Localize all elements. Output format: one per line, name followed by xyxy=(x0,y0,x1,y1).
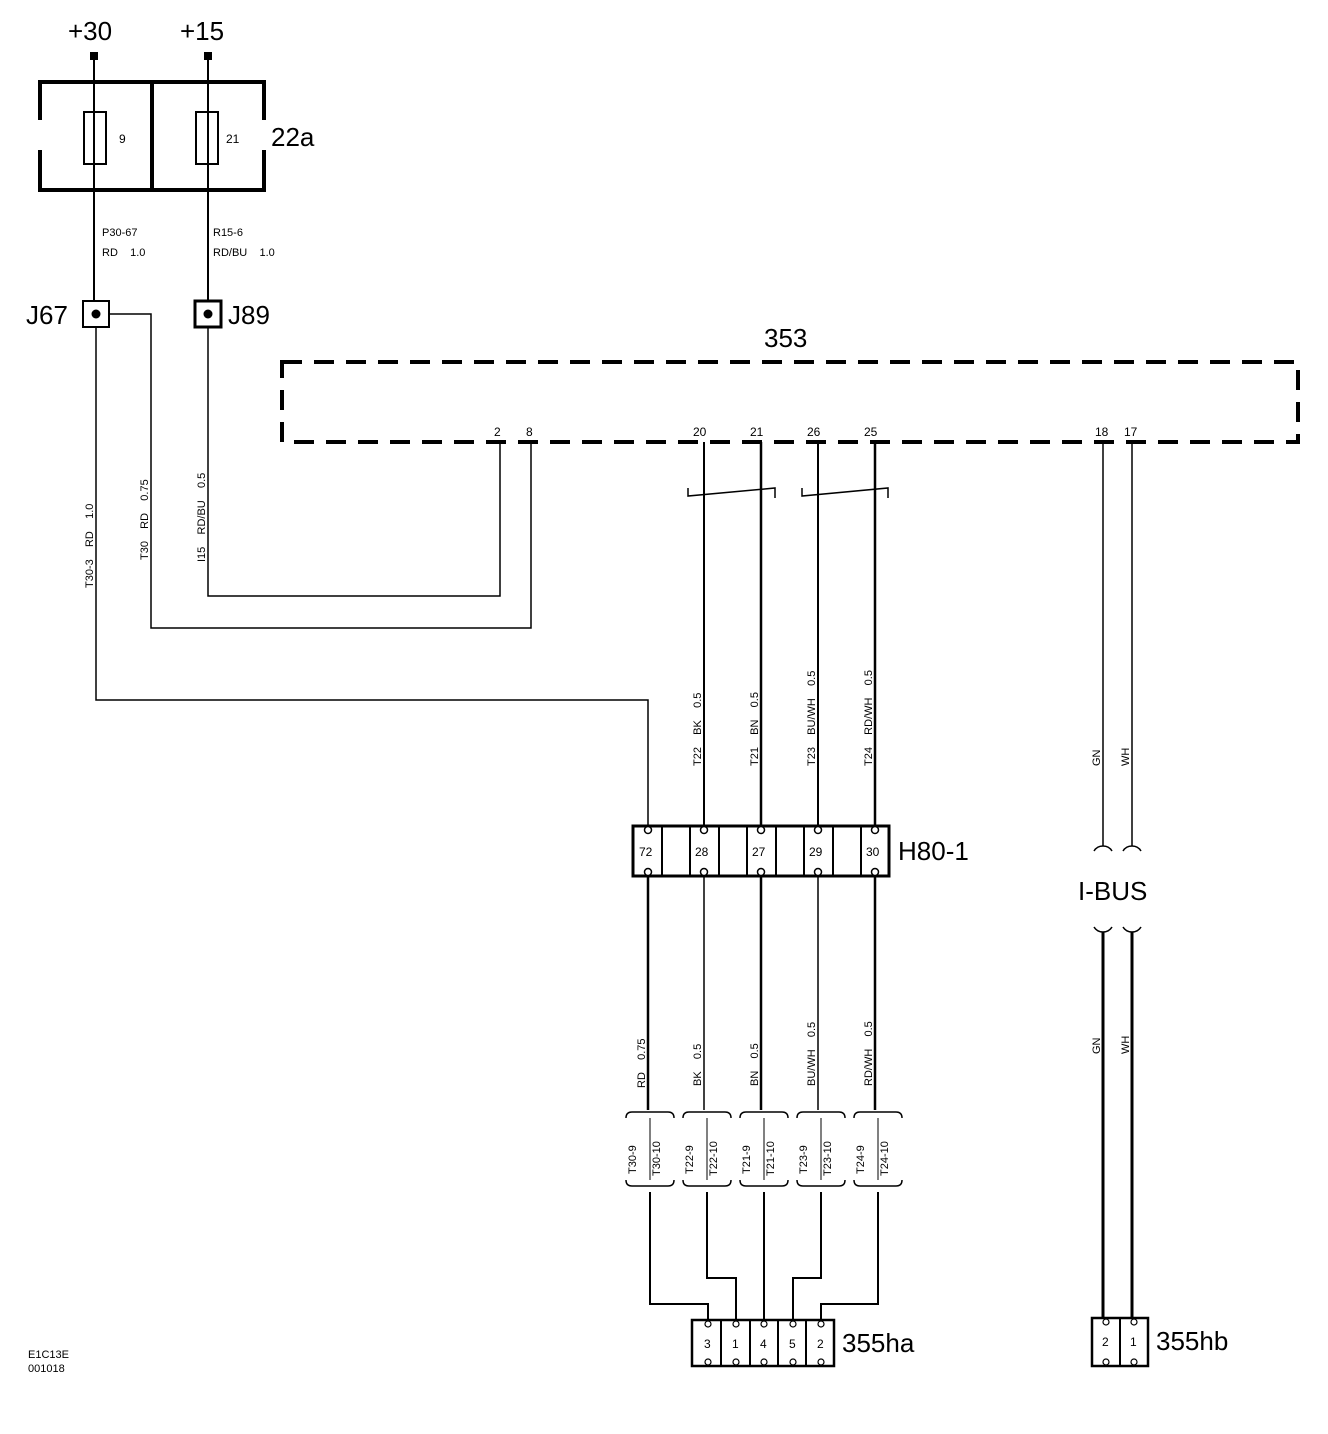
h80-pin-29: 29 xyxy=(809,845,823,859)
splice-t23-9: T23-9 xyxy=(798,1145,810,1174)
wire-rd-lower-label: RD 0.75 xyxy=(636,1038,648,1088)
splice-t21-10: T21-10 xyxy=(765,1141,777,1176)
module-pin-26: 26 xyxy=(807,425,821,439)
wire-i15-label: I15 RD/BU 0.5 xyxy=(196,473,208,562)
module-353-label: 353 xyxy=(764,323,807,353)
h80-label: H80-1 xyxy=(898,836,969,866)
355ha-pin-3: 3 xyxy=(704,1337,711,1351)
wire-gn-top-label: GN xyxy=(1091,749,1103,766)
wire-bk-lower-label: BK 0.5 xyxy=(692,1044,704,1086)
splice-t24-9: T24-9 xyxy=(855,1145,867,1174)
splice-t22-9: T22-9 xyxy=(684,1145,696,1174)
splice-t30-9: T30-9 xyxy=(627,1145,639,1174)
splice-group-t21 xyxy=(739,1111,789,1187)
wire-t30-3-label: T30-3 RD 1.0 xyxy=(84,504,96,588)
splice-t21-9: T21-9 xyxy=(741,1145,753,1174)
splice-group-t23 xyxy=(796,1111,846,1187)
h80-pin-28: 28 xyxy=(695,845,709,859)
diagram-code: E1C13E xyxy=(28,1349,69,1361)
module-353 xyxy=(280,360,1300,444)
module-pin-21: 21 xyxy=(750,425,764,439)
wire-t30-label: T30 RD 0.75 xyxy=(139,479,151,560)
splice-group-t22 xyxy=(682,1111,732,1187)
355hb-pin-1: 1 xyxy=(1130,1335,1137,1349)
splice-t23-10: T23-10 xyxy=(822,1141,834,1176)
junction-j67-label: J67 xyxy=(26,300,68,330)
connector-355ha xyxy=(690,1318,836,1368)
ibus-break-top xyxy=(1093,845,1142,852)
splice-group-t30 xyxy=(625,1111,675,1187)
wire-wh-bottom-label: WH xyxy=(1120,1036,1132,1054)
ibus-label: I-BUS xyxy=(1078,876,1147,906)
junction-j89-label: J89 xyxy=(228,300,270,330)
twist-marker-1 xyxy=(687,487,776,498)
ibus-break-bottom xyxy=(1093,926,1142,933)
wire-p30-67-id: P30-67 xyxy=(102,227,137,239)
terminal-15-label: +15 xyxy=(180,16,224,46)
module-pin-20: 20 xyxy=(693,425,707,439)
connector-355hb xyxy=(1090,1316,1150,1368)
h80-pin-27: 27 xyxy=(752,845,766,859)
wire-gn-bottom-label: GN xyxy=(1091,1037,1103,1054)
module-pin-17: 17 xyxy=(1124,425,1138,439)
fuse-21-label: 21 xyxy=(226,132,240,146)
terminal-30-label: +30 xyxy=(68,16,112,46)
fuse-box-22a xyxy=(38,80,266,192)
wire-t21-label: T21 BN 0.5 xyxy=(749,692,761,766)
355hb-pin-2: 2 xyxy=(1102,1335,1109,1349)
wire-t23-label: T23 BU/WH 0.5 xyxy=(806,671,818,766)
diagram-date: 001018 xyxy=(28,1363,65,1375)
355ha-pin-5: 5 xyxy=(789,1337,796,1351)
355ha-label: 355ha xyxy=(842,1328,915,1358)
terminal-15 xyxy=(204,52,212,60)
splice-t30-10: T30-10 xyxy=(651,1141,663,1176)
h80-pin-72: 72 xyxy=(639,845,653,859)
wire-t22-label: T22 BK 0.5 xyxy=(692,693,704,766)
355hb-label: 355hb xyxy=(1156,1326,1228,1356)
wire-r15-6-id: R15-6 xyxy=(213,227,243,239)
twist-marker-2 xyxy=(801,487,889,498)
terminal-30 xyxy=(90,52,98,60)
wire-rdwh-lower-label: RD/WH 0.5 xyxy=(863,1021,875,1086)
fuse-box-label: 22a xyxy=(271,122,315,152)
module-pin-18: 18 xyxy=(1095,425,1109,439)
splice-group-t24 xyxy=(853,1111,903,1187)
wire-t24-label: T24 RD/WH 0.5 xyxy=(863,670,875,766)
wire-wh-top-label: WH xyxy=(1120,748,1132,766)
splice-t22-10: T22-10 xyxy=(708,1141,720,1176)
355ha-pin-4: 4 xyxy=(760,1337,767,1351)
module-pin-2: 2 xyxy=(494,425,501,439)
module-pin-25: 25 xyxy=(864,425,878,439)
splice-t24-10: T24-10 xyxy=(879,1141,891,1176)
fuse-9-label: 9 xyxy=(119,132,126,146)
h80-pin-30: 30 xyxy=(866,845,880,859)
355ha-pin-2: 2 xyxy=(817,1337,824,1351)
wire-r15-6-spec: RD/BU 1.0 xyxy=(213,247,275,259)
junction-j89-dot xyxy=(203,309,213,319)
junction-j67-dot xyxy=(91,309,101,319)
wire-buwh-lower-label: BU/WH 0.5 xyxy=(806,1022,818,1086)
wire-p30-67-spec: RD 1.0 xyxy=(102,247,145,259)
module-pin-8: 8 xyxy=(526,425,533,439)
355ha-pin-1: 1 xyxy=(732,1337,739,1351)
wire-bn-lower-label: BN 0.5 xyxy=(749,1043,761,1086)
